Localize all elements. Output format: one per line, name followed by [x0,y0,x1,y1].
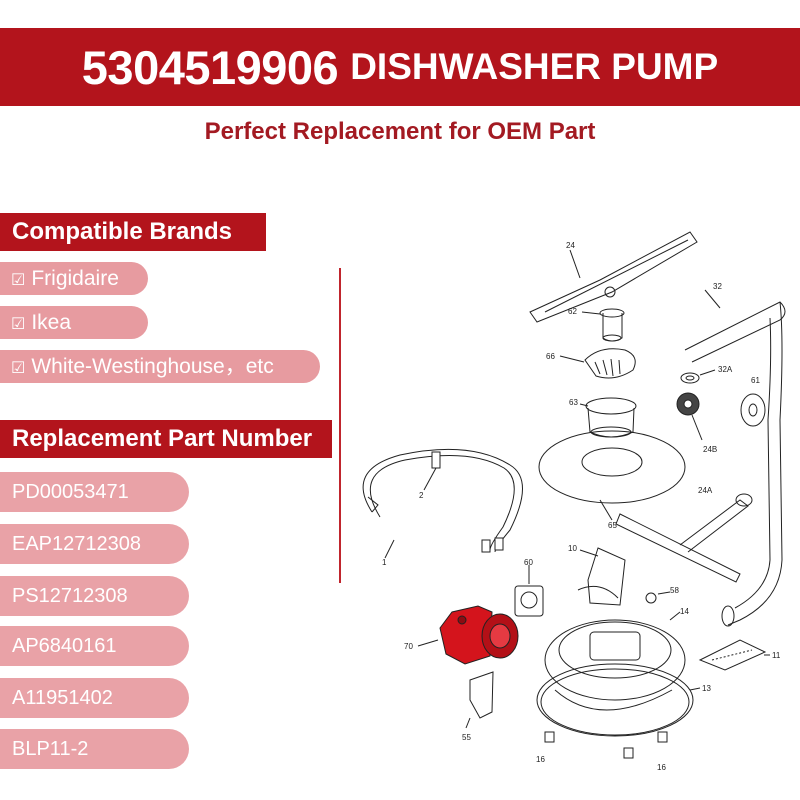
part-16-feet [544,731,668,759]
part-10-manifold [577,547,626,606]
callout-55: 55 [462,733,471,742]
part-13-gasket [536,663,701,737]
brand-label: Ikea [31,311,72,334]
brand-item-ikea: ☑ Ikea [0,306,148,339]
part-type: DISHWASHER PUMP [350,46,719,87]
part-66-gear [559,348,636,379]
part-24b-nut [676,392,703,441]
part-number-item: PS12712308 [0,576,189,616]
callout-13: 13 [702,684,711,693]
part-65-filter-plate [538,430,686,521]
part-11-float-switch [698,639,770,671]
part-62-connector [581,308,625,342]
callout-58: 58 [670,586,679,595]
subtitle: Perfect Replacement for OEM Part [204,118,596,145]
callout-24: 24 [566,241,575,250]
title-banner: 5304519906 DISHWASHER PUMP [0,28,800,106]
callout-14: 14 [680,607,689,616]
upper-spray-arm [529,231,698,323]
callout-61: 61 [751,376,760,385]
part-55-bracket [465,671,494,729]
replacement-parts-header: Replacement Part Number [0,420,332,458]
brand-label: Frigidaire [31,267,119,290]
callout-16-right: 16 [657,763,666,772]
check-icon: ☑ [11,272,26,289]
check-icon: ☑ [11,316,26,333]
part-24a-lower-spray-arm [615,493,753,583]
check-icon: ☑ [11,360,26,377]
part-70-circulation-pump [417,605,519,665]
brand-item-white-westinghouse: ☑ White-Westinghouse，etc [0,350,320,383]
callout-62: 62 [568,307,577,316]
part-number-item: EAP12712308 [0,524,189,564]
callout-65: 65 [608,521,617,530]
callout-60: 60 [524,558,533,567]
callout-24b: 24B [703,445,717,454]
brand-item-frigidaire: ☑ Frigidaire [0,262,148,295]
part-number-item: BLP11-2 [0,729,189,769]
callout-32: 32 [713,282,722,291]
callout-10: 10 [568,544,577,553]
part-32a-ring [680,369,716,384]
callout-1: 1 [382,558,387,567]
part-61-nut [740,393,766,427]
callout-63: 63 [569,398,578,407]
callout-32a: 32A [718,365,733,374]
section-divider [339,268,341,583]
part-number-item: AP6840161 [0,626,189,666]
part-1-heating-element [362,448,523,559]
part-2-sensor [423,451,441,491]
callout-11: 11 [772,651,781,660]
callout-2: 2 [419,491,424,500]
callout-24a: 24A [698,486,713,495]
callout-70: 70 [404,642,413,651]
compatible-brands-header: Compatible Brands [0,213,266,251]
part-14-sump [544,611,686,711]
part-number: 5304519906 [81,40,339,94]
brand-label: White-Westinghouse，etc [31,355,274,378]
part-number-item: PD00053471 [0,472,189,512]
page-title: 5304519906 DISHWASHER PUMP [0,28,800,106]
callout-66: 66 [546,352,555,361]
part-32-supply-tube [684,289,786,627]
part-60-drain-pump [514,565,544,617]
exploded-parts-diagram: 24 62 32 66 32A 61 63 24B 2 24A 65 1 10 … [362,231,786,772]
callout-16-left: 16 [536,755,545,764]
part-58-ball [645,591,671,604]
part-number-item: A11951402 [0,678,189,718]
